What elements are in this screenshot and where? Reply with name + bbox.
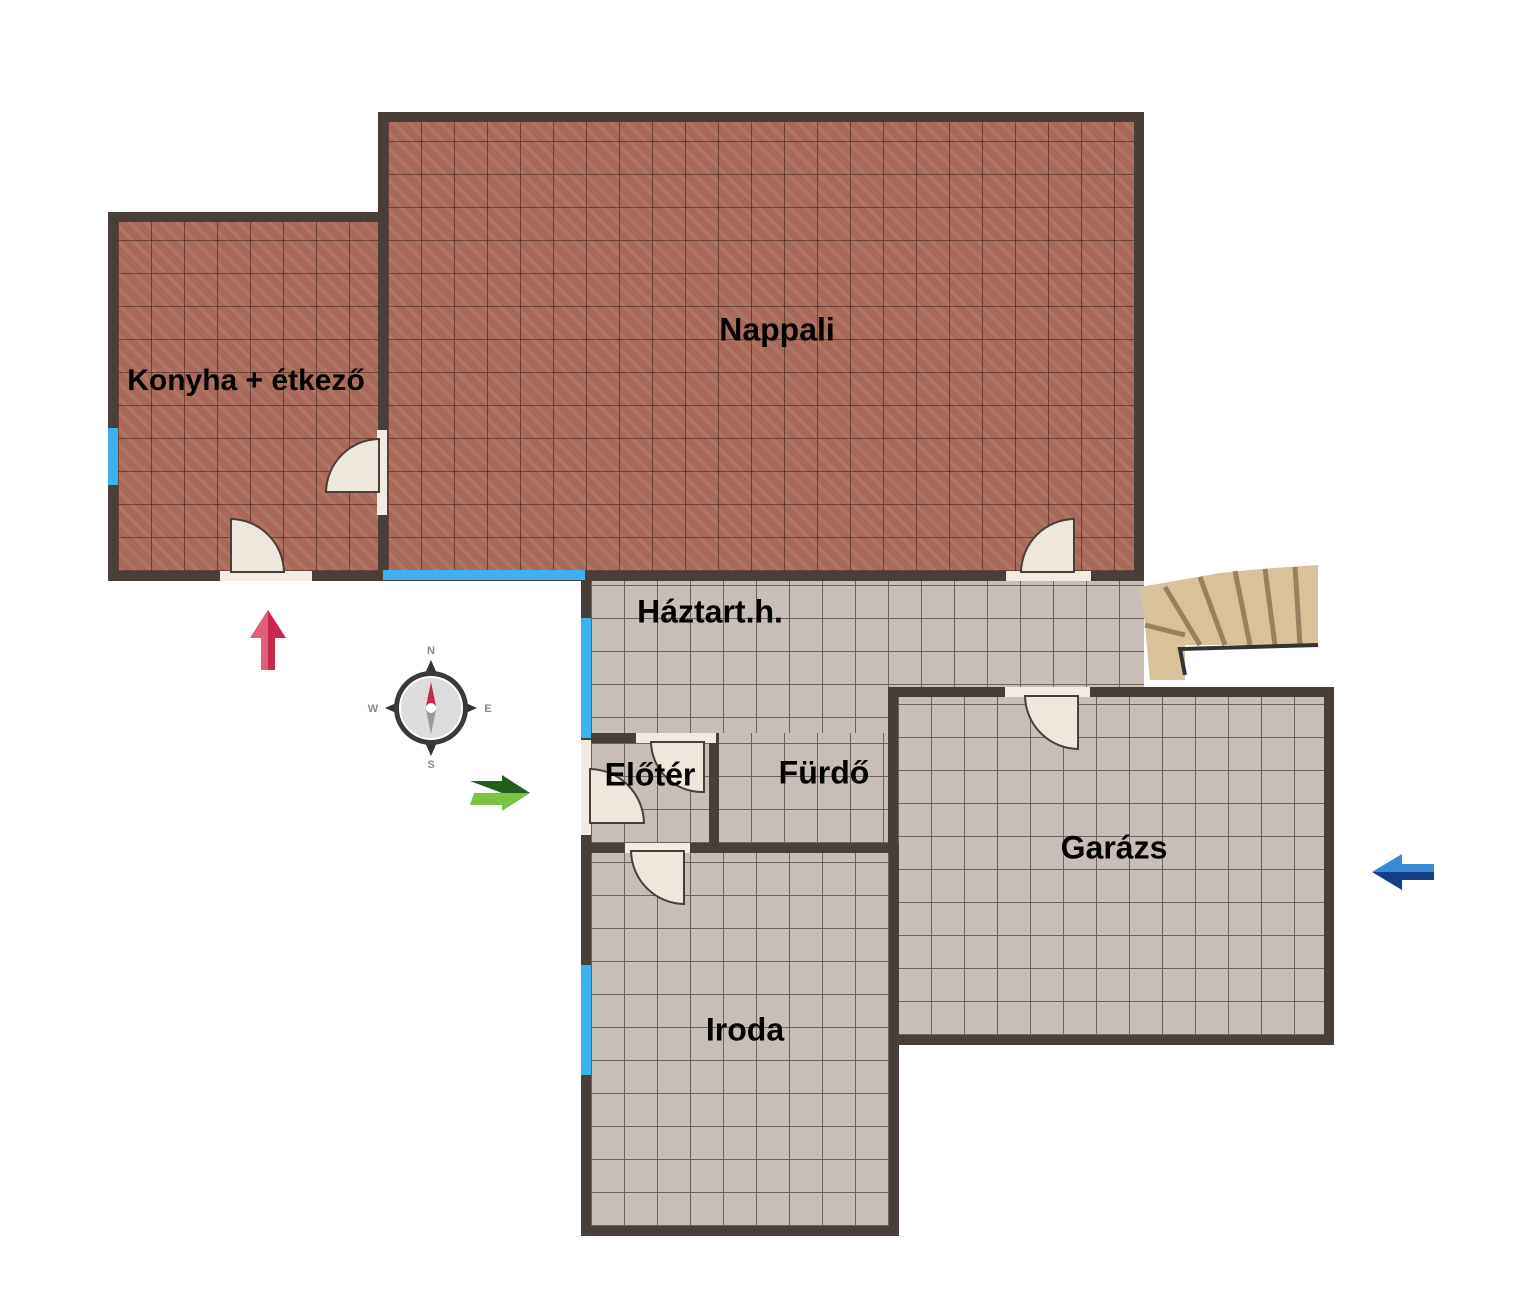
door-opening [377,430,387,515]
compass-icon [385,660,477,756]
door-opening [1006,571,1091,581]
compass-n: N [427,645,435,657]
door-opening [581,740,591,835]
window [108,428,118,485]
door-opening [636,733,716,743]
room-label-konyha: Konyha + étkező [127,364,365,397]
compass: N S W E [365,640,500,775]
window [383,570,585,580]
room-furdo [708,733,898,853]
window [581,618,591,738]
room-label-haztart: Háztart.h. [637,593,783,630]
room-nappali [378,112,1144,581]
room-konyha [108,212,388,581]
room-label-eloter: Előtér [604,756,696,793]
compass-w: W [367,703,379,715]
stairs-icon [1140,565,1319,680]
room-label-nappali: Nappali [719,311,835,348]
compass-e: E [484,703,492,715]
entrance-arrow-up-icon [250,610,286,670]
room-label-garazs: Garázs [1060,829,1168,866]
compass-s: S [427,759,435,771]
entrance-arrow-right-icon [470,775,530,811]
door-opening [1005,687,1090,697]
door-opening [220,571,312,581]
entrance-arrow-left-icon [1372,854,1434,890]
room-garazs [888,687,1334,1045]
room-iroda [581,843,899,1236]
window [581,965,591,1075]
door-opening [625,843,690,853]
room-label-iroda: Iroda [705,1011,785,1048]
room-label-furdo: Fürdő [778,754,870,791]
